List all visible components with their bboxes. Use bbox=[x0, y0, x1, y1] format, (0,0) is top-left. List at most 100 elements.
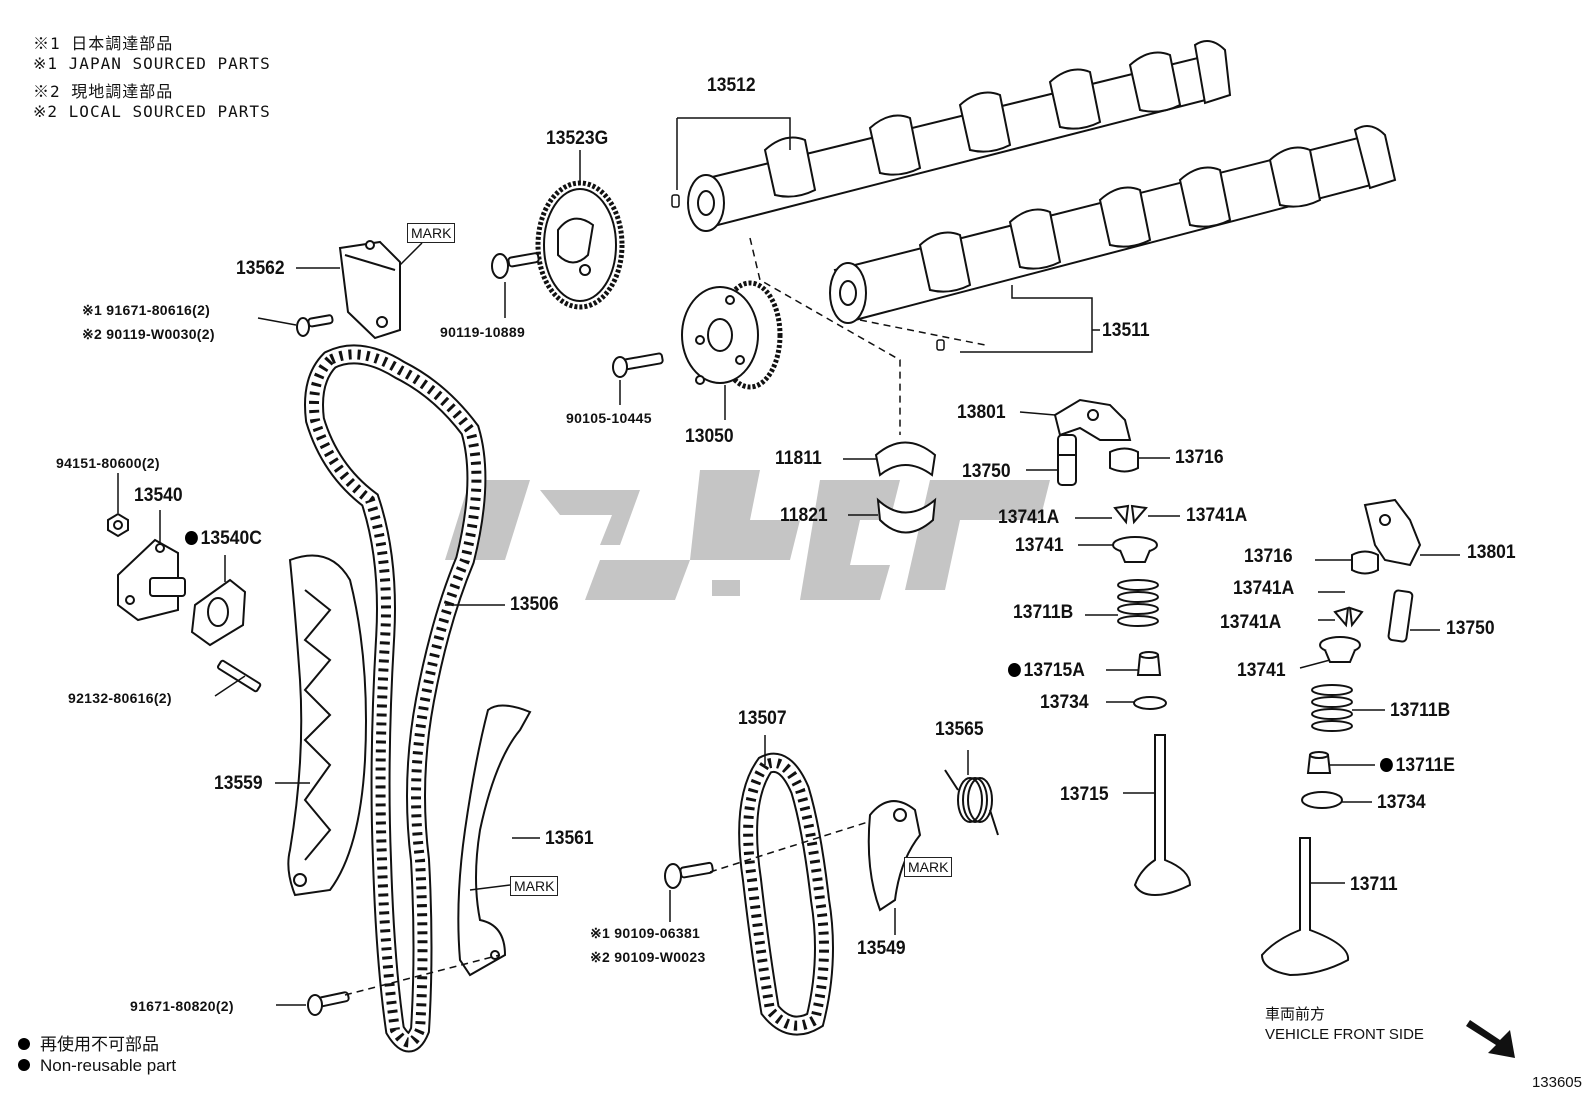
valve-spring-13711B bbox=[1117, 579, 1159, 627]
part-label-13711E: 13711E bbox=[1380, 755, 1455, 777]
rocker-arm-13801-right bbox=[1363, 498, 1422, 567]
chain-guide-13561 bbox=[457, 704, 532, 977]
part-label-13561: 13561 bbox=[545, 828, 594, 849]
timing-chain-13506 bbox=[304, 344, 487, 1053]
part-label-13540C: 13540C bbox=[185, 528, 262, 550]
part-label-13565: 13565 bbox=[935, 719, 984, 740]
camshaft-13512 bbox=[687, 40, 1232, 232]
chain-slipper-13559 bbox=[287, 554, 367, 897]
legend-bullet bbox=[18, 1059, 30, 1071]
bearing-11821 bbox=[876, 497, 937, 534]
part-label-13741A-lower-1: 13741A bbox=[1233, 578, 1295, 599]
part-label-13562: 13562 bbox=[236, 258, 285, 279]
keeper-13741A bbox=[1113, 504, 1148, 525]
tensioner-13540 bbox=[117, 538, 186, 622]
vvt-gear-13050 bbox=[681, 280, 783, 390]
part-label-13741-lower: 13741 bbox=[1237, 660, 1286, 681]
part-label-13734-upper: 13734 bbox=[1040, 692, 1089, 713]
tensioner-arm-13549 bbox=[867, 800, 922, 912]
part-label-13801-lower: 13801 bbox=[1467, 542, 1516, 563]
sprocket-13523G bbox=[535, 180, 625, 310]
valve-seal-13715A bbox=[1136, 651, 1162, 676]
part-label-13750-upper: 13750 bbox=[962, 461, 1011, 482]
part-label-13741A-upper-left: 13741A bbox=[998, 507, 1060, 528]
part-label-13741A-lower-2: 13741A bbox=[1220, 612, 1282, 633]
part-label-13559: 13559 bbox=[214, 773, 263, 794]
part-label-13540: 13540 bbox=[134, 485, 183, 506]
part-label-13734-lower: 13734 bbox=[1377, 792, 1426, 813]
part-label-90105-10445: 90105-10445 bbox=[566, 410, 652, 426]
pad-13716 bbox=[1109, 447, 1139, 473]
non-reusable-bullet bbox=[1380, 758, 1393, 772]
part-label-13711B-lower: 13711B bbox=[1390, 700, 1451, 721]
part-label-13750-lower: 13750 bbox=[1446, 618, 1495, 639]
part-label-13715A: 13715A bbox=[1008, 660, 1085, 682]
part-label-13711: 13711 bbox=[1350, 874, 1398, 895]
bearing-11811 bbox=[874, 441, 937, 477]
part-label-13741A-upper-right: 13741A bbox=[1186, 505, 1248, 526]
keeper-13741A-right bbox=[1333, 606, 1364, 628]
torsion-spring-13565 bbox=[944, 769, 999, 836]
retainer-13741 bbox=[1112, 536, 1158, 563]
note-line-1: ※1 日本調達部品 bbox=[33, 34, 174, 53]
non-reusable-bullet bbox=[185, 531, 198, 545]
bolt-90105 bbox=[612, 352, 664, 378]
nut-94151 bbox=[107, 512, 129, 538]
part-label-91671-80820: 91671-80820(2) bbox=[130, 998, 234, 1014]
lash-adjuster-13750 bbox=[1057, 434, 1077, 486]
lash-adjuster-13750-right bbox=[1387, 589, 1414, 643]
gasket-13540C bbox=[190, 578, 247, 647]
rocker-arm-13801 bbox=[1053, 398, 1132, 441]
part-label-13506: 13506 bbox=[510, 594, 559, 615]
part-label-94151-80600: 94151-80600(2) bbox=[56, 455, 160, 471]
non-reusable-bullet bbox=[1008, 663, 1021, 677]
part-label-90119-10889: 90119-10889 bbox=[440, 324, 526, 340]
legend-non-reusable-en: Non-reusable part bbox=[18, 1056, 176, 1076]
bolt-90119 bbox=[491, 252, 540, 279]
part-label-90109-06381: ※1 90109-06381 bbox=[590, 925, 701, 941]
part-label-13711B-upper: 13711B bbox=[1013, 602, 1074, 623]
mark-tag-guide: MARK bbox=[510, 876, 559, 896]
valve-spring-13711B-right bbox=[1311, 684, 1353, 732]
legend-non-reusable-jp: 再使用不可部品 bbox=[18, 1030, 159, 1055]
valve-seal-13711E bbox=[1306, 751, 1332, 774]
part-label-13512: 13512 bbox=[707, 75, 756, 96]
retainer-13741-right bbox=[1319, 636, 1361, 663]
bolt-91671-80820 bbox=[307, 991, 350, 1016]
part-label-13050: 13050 bbox=[685, 426, 734, 447]
note-line-3: ※2 現地調達部品 bbox=[33, 82, 174, 101]
part-label-92132-80616: 92132-80616(2) bbox=[68, 690, 172, 706]
pump-chain-13507 bbox=[738, 752, 834, 1036]
vehicle-front-en: VEHICLE FRONT SIDE bbox=[1265, 1026, 1424, 1043]
part-label-13741-upper: 13741 bbox=[1015, 535, 1064, 556]
vehicle-front-arrow bbox=[1466, 1020, 1515, 1058]
part-label-13715: 13715 bbox=[1060, 784, 1109, 805]
camshaft-13511 bbox=[829, 125, 1397, 324]
part-label-11821: 11821 bbox=[780, 505, 828, 526]
part-label-13716-upper: 13716 bbox=[1175, 447, 1224, 468]
part-label-11811: 11811 bbox=[775, 448, 822, 469]
note-line-2: ※1 JAPAN SOURCED PARTS bbox=[33, 54, 271, 73]
part-label-91671-80616: ※1 91671-80616(2) bbox=[82, 302, 211, 318]
valve-13711 bbox=[1260, 837, 1350, 977]
bolt-90109 bbox=[664, 861, 714, 889]
part-label-13507: 13507 bbox=[738, 708, 787, 729]
part-label-13801-upper: 13801 bbox=[957, 402, 1006, 423]
mark-tag-bracket: MARK bbox=[407, 223, 456, 243]
part-label-90109-W0023: ※2 90109-W0023 bbox=[590, 949, 706, 965]
part-label-13523G: 13523G bbox=[546, 128, 609, 149]
legend-bullet bbox=[18, 1038, 30, 1050]
part-label-13716-lower: 13716 bbox=[1244, 546, 1293, 567]
valve-13715 bbox=[1133, 734, 1192, 897]
watermark-logo bbox=[445, 470, 1050, 600]
note-line-4: ※2 LOCAL SOURCED PARTS bbox=[33, 102, 271, 121]
diagram-number: 133605 bbox=[1531, 1074, 1582, 1091]
part-label-90119-W0030: ※2 90119-W0030(2) bbox=[82, 326, 215, 342]
part-label-13511: 13511 bbox=[1102, 320, 1150, 341]
mark-tag-tensioner-arm: MARK bbox=[904, 857, 953, 877]
bracket-13562 bbox=[338, 240, 401, 340]
vehicle-front-jp: 車両前方 bbox=[1265, 1006, 1326, 1023]
part-label-13549: 13549 bbox=[857, 938, 906, 959]
